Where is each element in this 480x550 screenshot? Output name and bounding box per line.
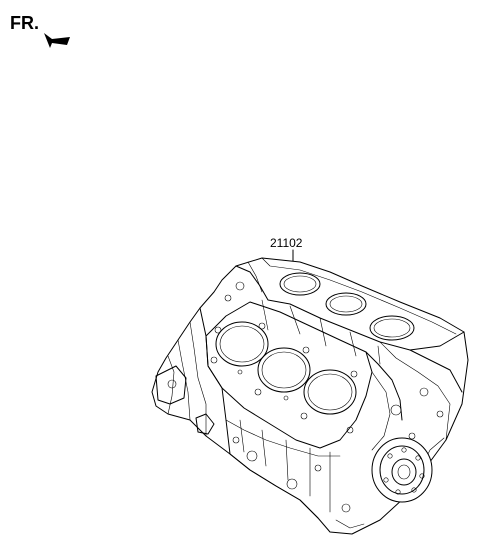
crankshaft-flange: [371, 437, 433, 503]
part-number-label: 21102: [270, 236, 303, 250]
engine-block-illustration: [151, 257, 469, 535]
front-direction-arrow-icon: [44, 33, 70, 48]
front-label: FR.: [10, 13, 39, 33]
